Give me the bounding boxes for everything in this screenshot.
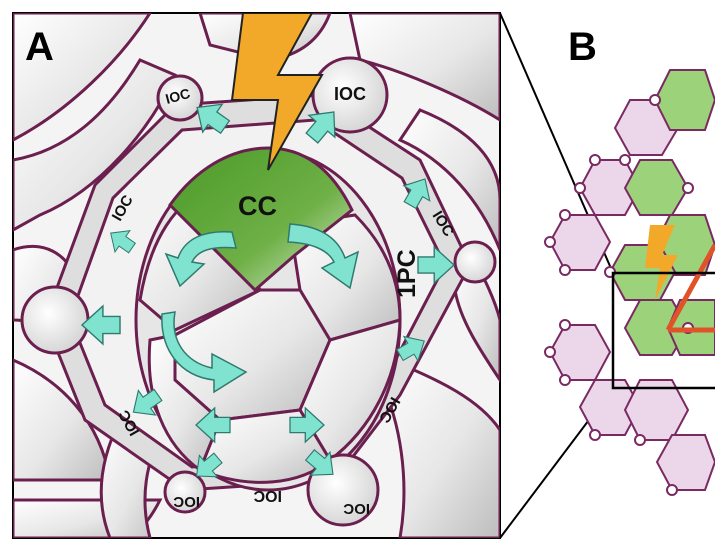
- curved-arrow-icon: [287, 223, 360, 290]
- lightning-icon: [230, 13, 324, 171]
- curved-arrow-icon: [161, 311, 248, 394]
- panel-a-label: A: [25, 25, 54, 69]
- panel-b: B: [544, 25, 715, 496]
- nodes: [544, 94, 694, 496]
- ioc-label: IOC: [343, 500, 370, 517]
- ioc-circle-top-left: [156, 74, 204, 122]
- ioc-circle-bottom-left: [163, 470, 207, 514]
- ioc-label: IOC: [334, 84, 366, 104]
- curved-arrows: [161, 223, 360, 394]
- lightning-icon: [645, 225, 678, 300]
- panel-a-tissue: CC 1PC IOC IOC IOC IOC IOC IOC IOC IOC I…: [13, 13, 500, 538]
- ioc-label: IOC: [164, 85, 192, 107]
- curved-arrow-icon: [164, 230, 237, 288]
- ioc-label: IOC: [253, 487, 282, 504]
- zoom-lines: [499, 12, 614, 539]
- cc-label: CC: [238, 191, 277, 221]
- ioc-circle-right: [453, 240, 497, 284]
- triangle-marker: [665, 243, 715, 332]
- ioc-circles: [20, 56, 497, 527]
- panel-a: CC 1PC IOC IOC IOC IOC IOC IOC IOC IOC I…: [12, 12, 501, 539]
- first-pc-label: 1PC: [393, 249, 421, 298]
- ioc-label: IOC: [173, 493, 200, 510]
- panel-b-tissue: [544, 69, 715, 496]
- lilac-cells: [548, 99, 715, 491]
- zoom-box: [611, 271, 715, 390]
- ioc-circle-left: [20, 285, 90, 355]
- background-cells: [13, 13, 500, 538]
- panel-b-label: B: [568, 25, 597, 69]
- cc-cell: [168, 146, 354, 293]
